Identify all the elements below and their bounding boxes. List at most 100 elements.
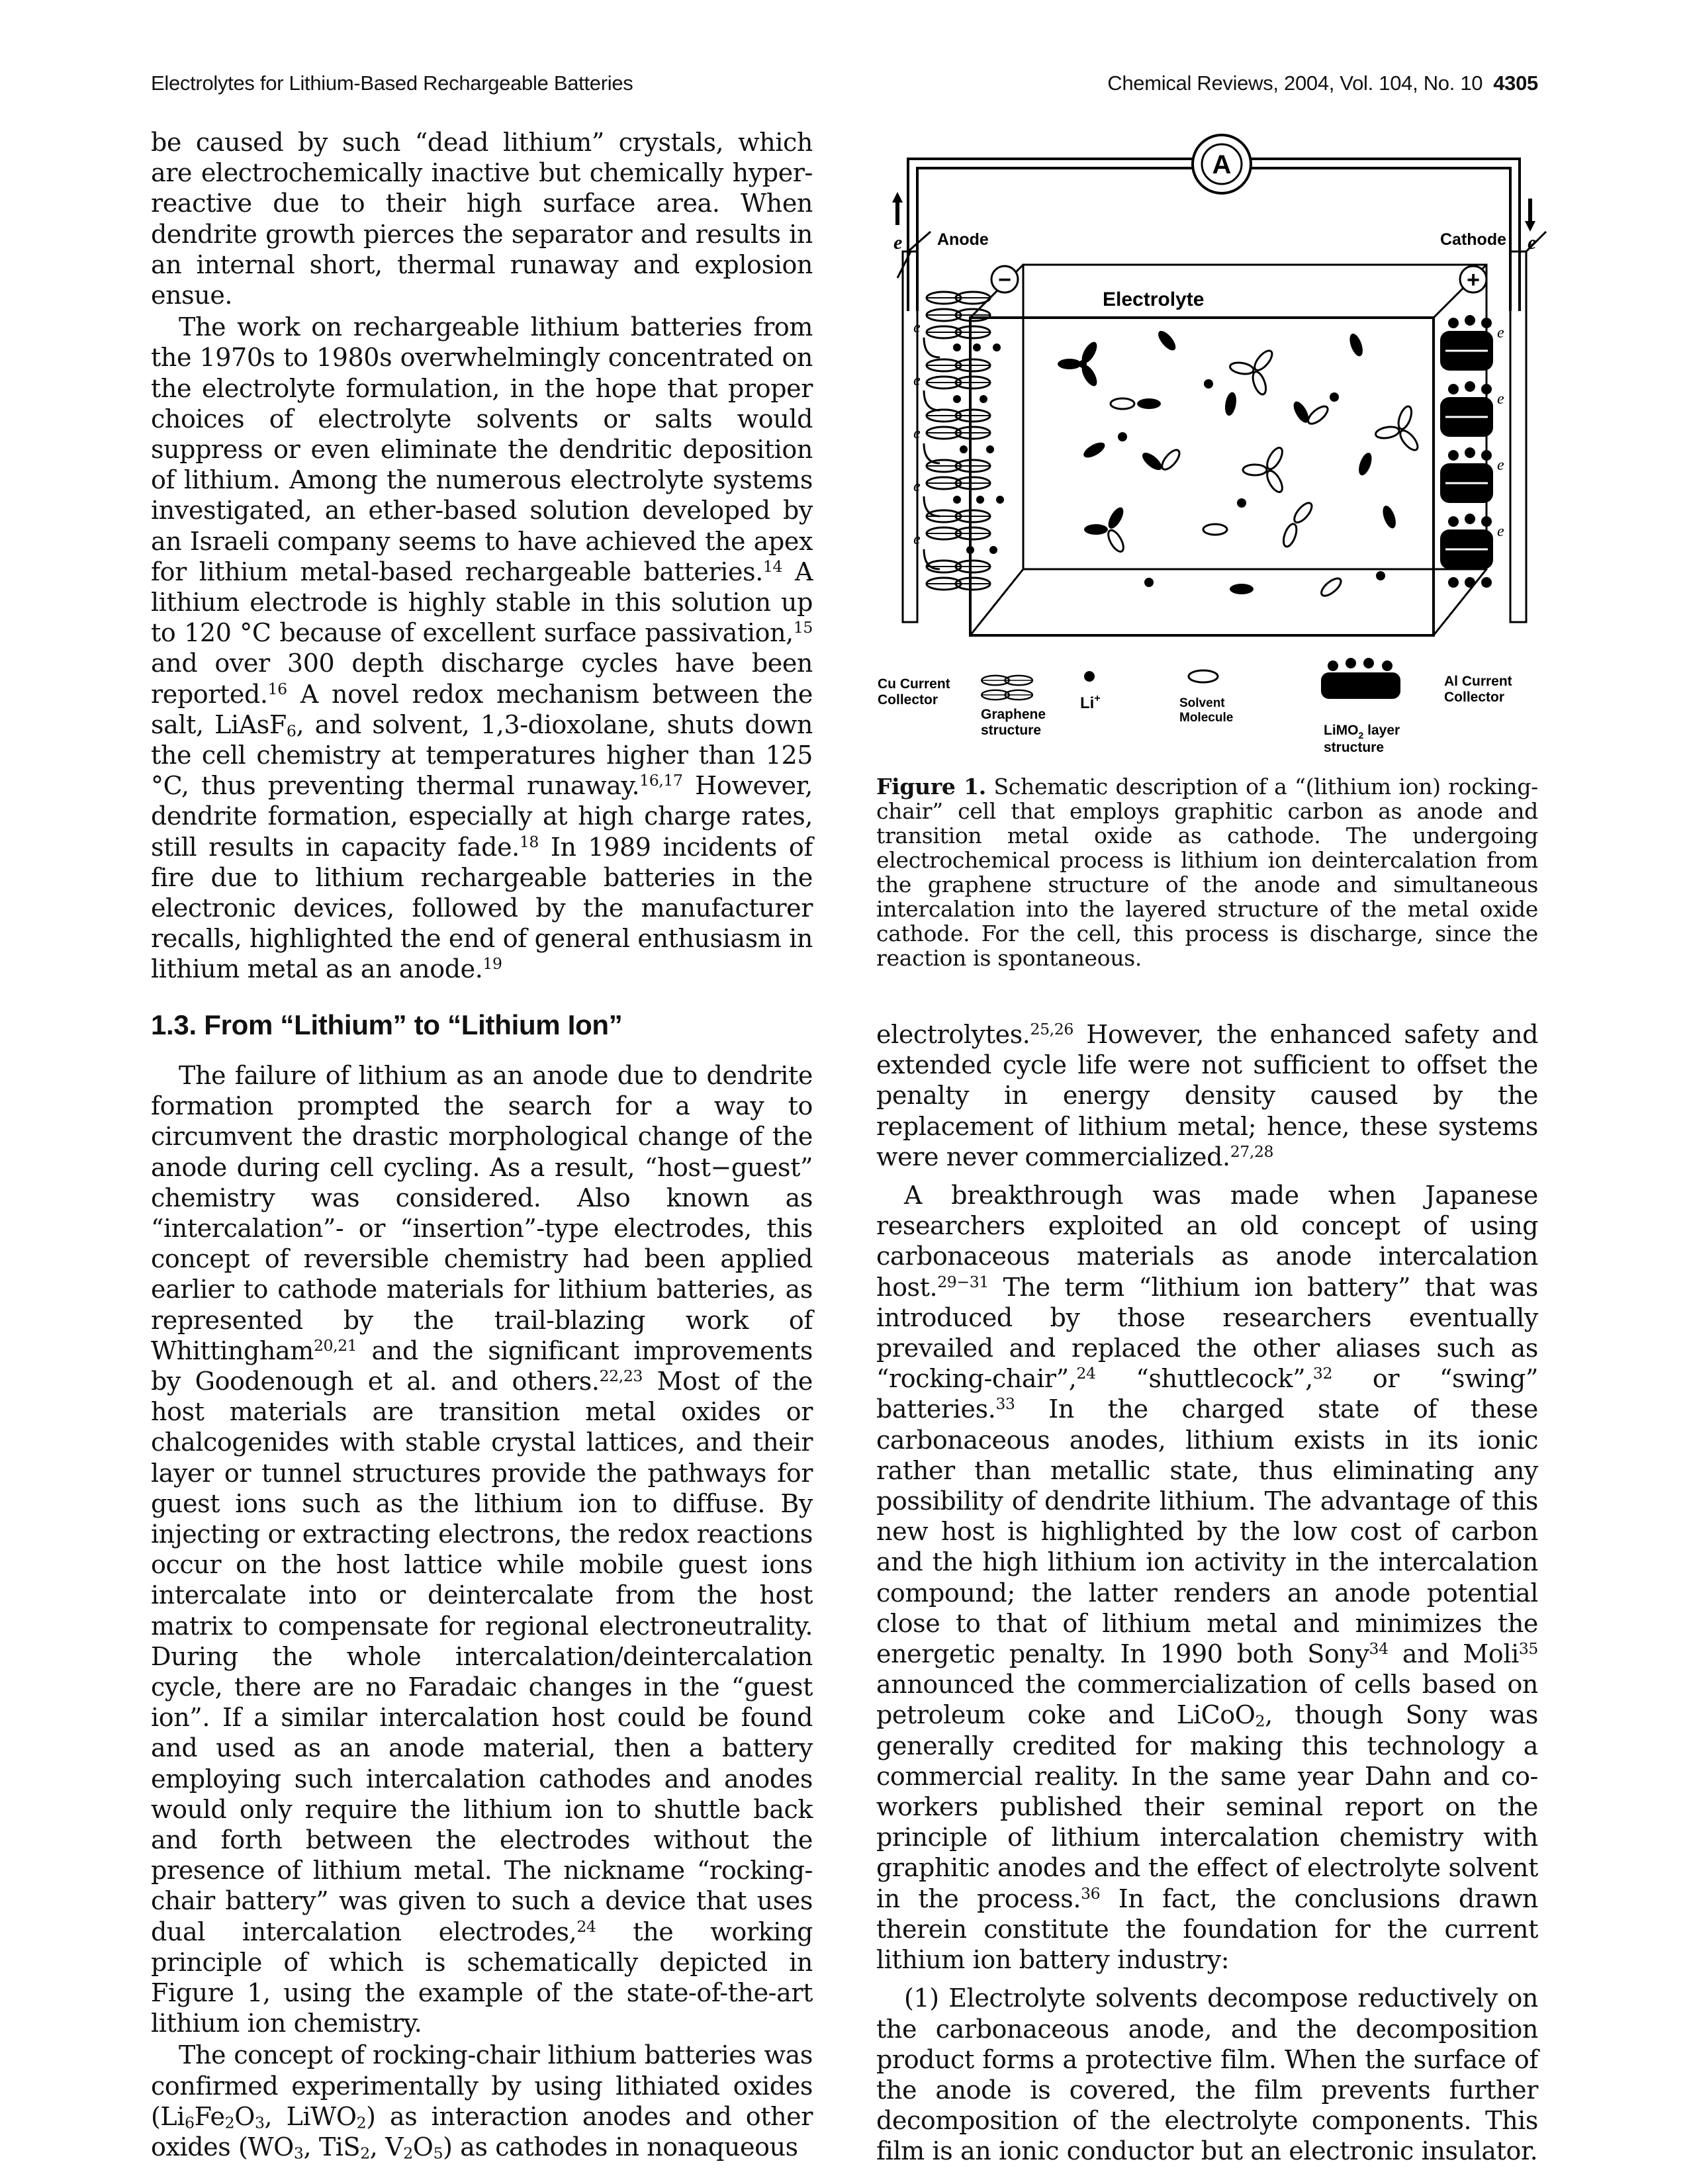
citation-ref: 22,23 — [599, 1366, 643, 1385]
citation-ref: 16,17 — [639, 771, 683, 790]
citation-ref: 24 — [576, 1917, 596, 1936]
citation-ref: 20,21 — [313, 1336, 357, 1355]
citation-ref: 32 — [1312, 1364, 1333, 1383]
citation-ref: 29−31 — [937, 1272, 989, 1291]
subscript: 2 — [224, 2113, 235, 2132]
running-title: Electrolytes for Lithium-Based Rechargea… — [151, 71, 633, 95]
paragraph: The work on rechargeable lithium batteri… — [151, 312, 813, 984]
electrolyte-label: Electrolyte — [1103, 289, 1204, 310]
svg-text:e: e — [1497, 457, 1504, 474]
text-run: In 1989 incidents of fire due to lithium… — [151, 832, 813, 984]
minus-sign: − — [998, 267, 1011, 293]
citation-ref: 14 — [762, 557, 783, 576]
svg-text:e: e — [913, 319, 921, 336]
li-ion-label: Li+ — [1080, 693, 1101, 712]
paragraph: be caused by such “dead lithium” crystal… — [151, 127, 813, 310]
electrolyte-species — [1058, 328, 1422, 600]
svg-text:e: e — [913, 478, 921, 495]
text-run: The work on rechargeable lithium batteri… — [151, 312, 813, 586]
text-run: , LiWO — [264, 2101, 357, 2131]
text-run: However, dendrite formation, especially … — [151, 771, 813, 862]
citation-ref: 18 — [519, 832, 539, 851]
svg-text:e: e — [1497, 324, 1504, 341]
ammeter-label: A — [1212, 150, 1232, 179]
citation-ref: 35 — [1518, 1639, 1539, 1659]
caption-text: Schematic description of a “(lithium ion… — [876, 774, 1538, 971]
text-run: ) as cathodes in nonaqueous — [443, 2132, 798, 2161]
svg-text:e: e — [913, 425, 921, 442]
text-run: or “swing” batteries. — [876, 1364, 1538, 1424]
subscript: 6 — [185, 2113, 195, 2132]
subscript: 2 — [1255, 1712, 1265, 1731]
left-column: be caused by such “dead lithium” crystal… — [151, 127, 813, 2162]
anode-terminal-minus: − — [990, 265, 1019, 294]
text-run: The concept of rocking-chair lithium bat… — [151, 2040, 813, 2131]
text-run: , V — [369, 2132, 404, 2161]
text-run: O — [412, 2132, 434, 2161]
journal-citation: Chemical Reviews, 2004, Vol. 104, No. 10… — [1107, 71, 1538, 95]
text-run: , TiS — [303, 2132, 361, 2161]
ammeter: A — [1191, 134, 1252, 195]
citation-ref: 34 — [1369, 1639, 1389, 1659]
text-run: The term “lithium ion battery” that was … — [876, 1272, 1538, 1394]
cathode-label: Cathode — [1440, 230, 1506, 249]
citation-ref: 19 — [482, 954, 502, 974]
citation-ref: 24 — [1076, 1364, 1096, 1383]
svg-text:e: e — [1497, 390, 1504, 408]
citation-ref: 25,26 — [1030, 1020, 1074, 1039]
subscript: 2 — [356, 2113, 367, 2132]
graphene-anode: e e e e e — [913, 291, 1004, 591]
svg-text:e: e — [913, 531, 921, 548]
svg-text:e: e — [913, 372, 921, 389]
text-run: electrolytes. — [876, 1020, 1030, 1049]
text-run: the working principle of which is schema… — [151, 1917, 813, 2038]
electron-label: e — [893, 232, 902, 253]
text-run: A lithium electrode is highly stable in … — [151, 557, 813, 648]
paragraph: (1) Electrolyte solvents decompose reduc… — [876, 1983, 1538, 2166]
figure-caption: Figure 1. Schematic description of a “(l… — [876, 774, 1538, 970]
subscript: 2 — [403, 2144, 413, 2163]
paragraph: The concept of rocking-chair lithium bat… — [151, 2040, 813, 2162]
journal-name: Chemical Reviews, 2004, Vol. 104, No. 10 — [1107, 71, 1483, 95]
text-run: However, the enhanced safety and extende… — [876, 1020, 1538, 1171]
subscript: 3 — [293, 2144, 304, 2163]
text-run: be caused by such “dead lithium” crystal… — [151, 128, 813, 310]
rocking-chair-cell-schematic: A e e Anode Cathode Electrolyte − + — [878, 134, 1547, 755]
al-current-collector — [1509, 230, 1547, 623]
subscript: 6 — [286, 721, 297, 741]
citation-ref: 36 — [1081, 1884, 1101, 1903]
citation-ref: 16 — [267, 679, 288, 698]
subscript: 3 — [254, 2113, 265, 2132]
limo2-cathode: e e e e — [1440, 315, 1504, 588]
cathode-terminal-plus: + — [1459, 265, 1488, 294]
text-run: announced the commercialization of cells… — [876, 1670, 1538, 1730]
text-run: , though Sony was generally credited for… — [876, 1700, 1538, 1913]
paragraph: The failure of lithium as an anode due t… — [151, 1060, 813, 2039]
cu-current-collector — [896, 230, 931, 623]
text-run: and Moli — [1388, 1639, 1519, 1669]
plus-sign: + — [1467, 267, 1480, 293]
text-run: The failure of lithium as an anode due t… — [151, 1060, 813, 1365]
text-run: (1) Electrolyte solvents decompose reduc… — [876, 1983, 1538, 2166]
text-run: ) as interaction anodes and other oxides… — [151, 2101, 813, 2161]
paragraph: A breakthrough was made when Japanese re… — [876, 1180, 1538, 1975]
figure-1: A e e Anode Cathode Electrolyte − + — [858, 119, 1553, 781]
text-run: In the charged state of these carbonaceo… — [876, 1394, 1538, 1669]
subscript: 2 — [360, 2144, 370, 2163]
section-heading: 1.3. From “Lithium” to “Lithium Ion” — [151, 1009, 623, 1040]
electron-flow-right: e — [1525, 199, 1536, 253]
text-run: and over 300 depth discharge cycles have… — [151, 649, 813, 709]
electron-flow-left: e — [892, 192, 903, 253]
text-run: O — [234, 2101, 255, 2131]
anode-label: Anode — [937, 230, 989, 249]
paragraph: electrolytes.25,26 However, the enhanced… — [876, 1019, 1538, 1172]
subscript: 5 — [433, 2144, 443, 2163]
right-column: electrolytes.25,26 However, the enhanced… — [876, 1019, 1538, 2167]
svg-text:e: e — [1497, 523, 1504, 540]
text-run: Most of the host materials are transitio… — [151, 1366, 813, 1946]
text-run: A breakthrough was made when Japanese re… — [876, 1181, 1538, 1302]
